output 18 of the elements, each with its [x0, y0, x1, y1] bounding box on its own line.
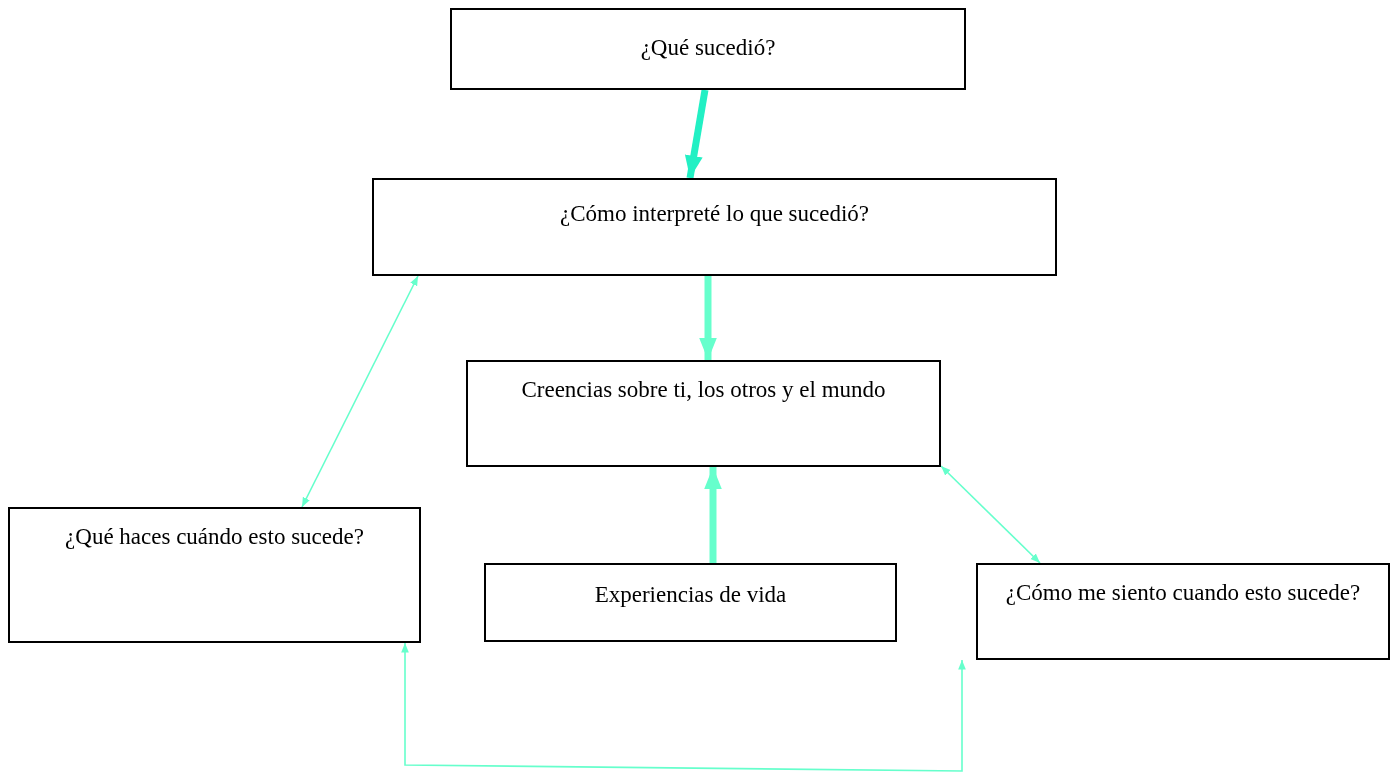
box-label: Experiencias de vida — [593, 581, 788, 609]
box-label: ¿Qué sucedió? — [639, 34, 777, 62]
text-box — [450, 8, 966, 90]
text-box — [484, 563, 897, 642]
text-box — [466, 360, 941, 467]
arrow — [704, 467, 722, 563]
box-label: ¿Qué haces cuándo esto sucede? — [64, 523, 365, 551]
text-box — [8, 507, 421, 643]
box-label: ¿Cómo me siento cuando esto sucede? — [1004, 579, 1362, 607]
arrow — [940, 465, 1041, 564]
arrow — [301, 275, 419, 508]
box-label: Creencias sobre ti, los otros y el mundo — [520, 376, 887, 404]
box-label: ¿Cómo interpreté lo que sucedió? — [558, 200, 871, 228]
text-box — [976, 563, 1390, 660]
arrow — [401, 642, 966, 772]
arrow — [699, 276, 717, 360]
arrow — [684, 89, 709, 179]
text-box — [372, 178, 1057, 276]
